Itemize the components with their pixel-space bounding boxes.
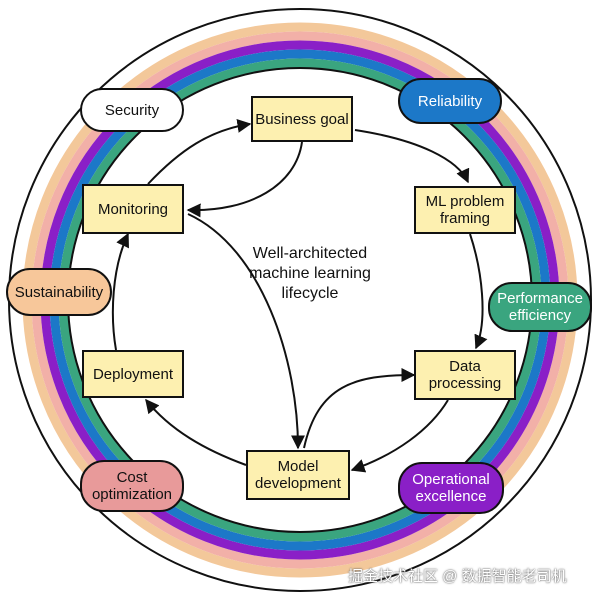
stage-monitoring: Monitoring	[82, 184, 184, 234]
stage-model-development: Model development	[246, 450, 350, 500]
pillar-operational-excellence: Operational excellence	[398, 462, 504, 514]
stage-business-goal: Business goal	[251, 96, 353, 142]
arrow-monitoring-to-business	[147, 118, 252, 185]
stage-deployment: Deployment	[82, 350, 184, 398]
center-title: Well-architected machine learning lifecy…	[249, 245, 371, 302]
arrow-data-to-model	[350, 399, 449, 473]
stage-ml-problem-framing: ML problem framing	[414, 186, 516, 234]
arrow-monitoring-to-model	[187, 213, 305, 450]
pillar-performance-efficiency: Performance efficiency	[488, 282, 592, 332]
watermark: 掘金技术社区 @ 数据智能老司机	[348, 568, 567, 585]
stage-data-processing: Data processing	[414, 350, 516, 400]
pillar-reliability: Reliability	[398, 78, 502, 124]
pillar-sustainability: Sustainability	[6, 268, 112, 316]
arrow-business-to-monitoring	[186, 141, 303, 218]
arrow-ml-to-data	[469, 233, 488, 350]
pillar-cost-optimization: Cost optimization	[80, 460, 184, 512]
arrow-business-to-ml	[354, 129, 470, 184]
arrow-model-to-deployment	[145, 398, 247, 466]
arrow-model-to-data	[303, 368, 416, 449]
pillar-security: Security	[80, 88, 184, 132]
arrow-deployment-to-monitoring	[111, 232, 129, 351]
